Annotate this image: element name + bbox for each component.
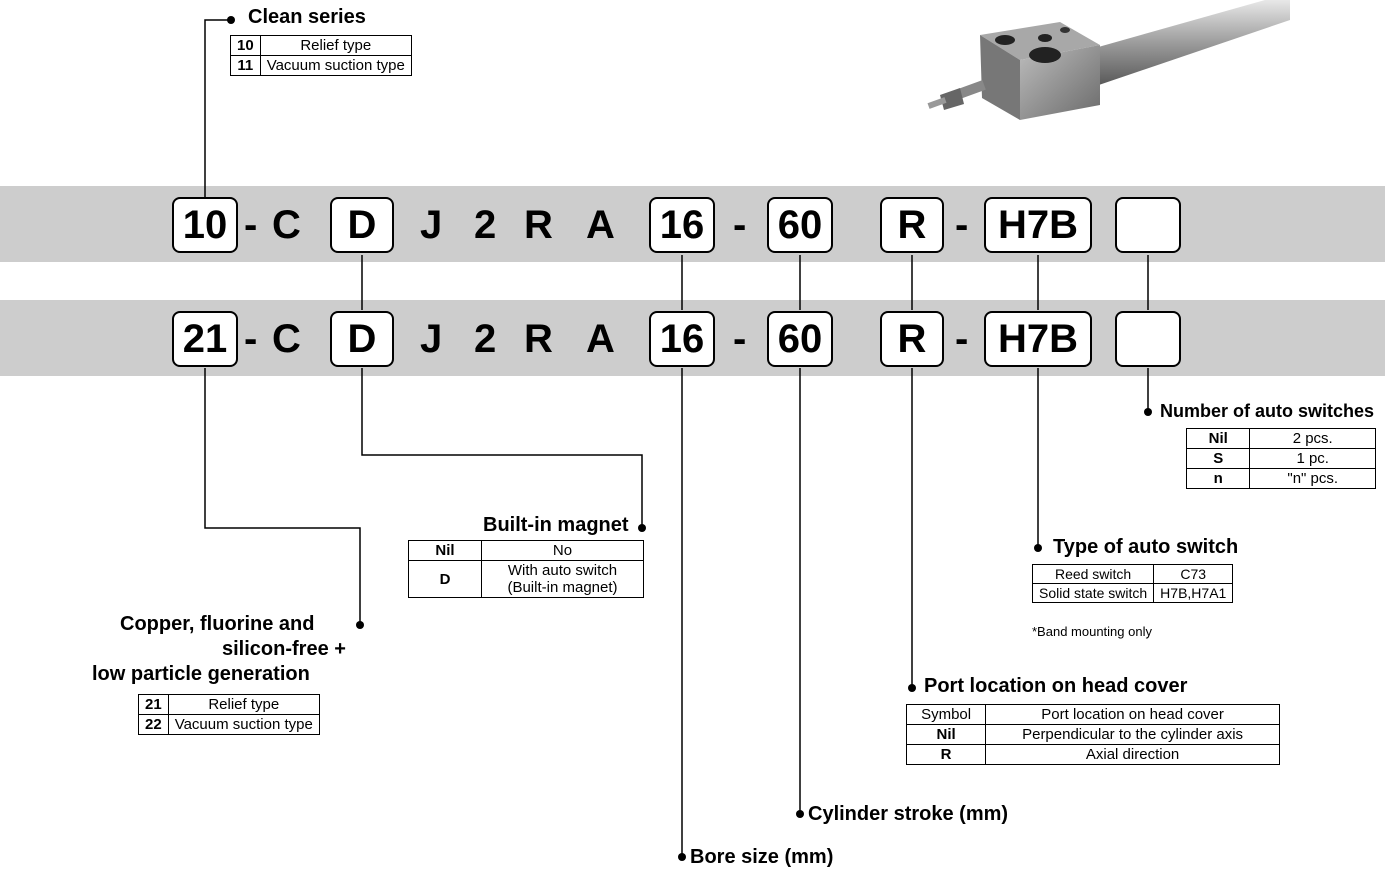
code-char-r: R xyxy=(524,197,553,253)
code-char-a: A xyxy=(586,311,615,367)
num-switches-title: Number of auto switches xyxy=(1160,401,1374,422)
code-char-2: 2 xyxy=(474,197,496,253)
model-code-row-2: 21 - C D J 2 R A 16 - 60 R - H7B xyxy=(0,304,1385,374)
code-char-j: J xyxy=(420,311,442,367)
copper-title-line1: Copper, fluorine and xyxy=(120,613,314,636)
model-code-row-1: 10 - C D J 2 R A 16 - 60 R - H7B xyxy=(0,190,1385,260)
code-char-j: J xyxy=(420,197,442,253)
code-char-a: A xyxy=(586,197,615,253)
table-row: n"n" pcs. xyxy=(1187,469,1376,489)
bore-title: Bore size (mm) xyxy=(690,846,833,869)
code-box-stroke: 60 xyxy=(767,311,833,367)
code-box-bore: 16 xyxy=(649,197,715,253)
code-box-num-switches xyxy=(1115,197,1181,253)
code-dash: - xyxy=(733,311,746,367)
code-box-magnet: D xyxy=(330,197,394,253)
switch-type-title: Type of auto switch xyxy=(1053,536,1238,559)
code-dash: - xyxy=(244,311,257,367)
copper-title-line2: silicon-free + xyxy=(222,638,346,661)
magnet-title: Built-in magnet xyxy=(483,514,629,537)
switch-type-note: *Band mounting only xyxy=(1032,624,1152,639)
code-box-magnet: D xyxy=(330,311,394,367)
code-box-port: R xyxy=(880,311,944,367)
code-box-bore: 16 xyxy=(649,311,715,367)
code-char-2: 2 xyxy=(474,311,496,367)
code-dash: - xyxy=(733,197,746,253)
code-box-switch: H7B xyxy=(984,311,1092,367)
code-char-r: R xyxy=(524,311,553,367)
code-box-copper-prefix: 21 xyxy=(172,311,238,367)
code-box-clean-prefix: 10 xyxy=(172,197,238,253)
code-char-c: C xyxy=(272,311,301,367)
code-dash: - xyxy=(955,197,968,253)
copper-title-line3: low particle generation xyxy=(92,663,310,686)
clean-series-title: Clean series xyxy=(248,6,366,29)
code-dash: - xyxy=(955,311,968,367)
code-dash: - xyxy=(244,197,257,253)
dot-clean xyxy=(227,16,235,24)
code-box-num-switches xyxy=(1115,311,1181,367)
stroke-title: Cylinder stroke (mm) xyxy=(808,803,1008,826)
code-box-port: R xyxy=(880,197,944,253)
port-title: Port location on head cover xyxy=(924,675,1187,698)
code-box-stroke: 60 xyxy=(767,197,833,253)
code-char-c: C xyxy=(272,197,301,253)
code-box-switch: H7B xyxy=(984,197,1092,253)
